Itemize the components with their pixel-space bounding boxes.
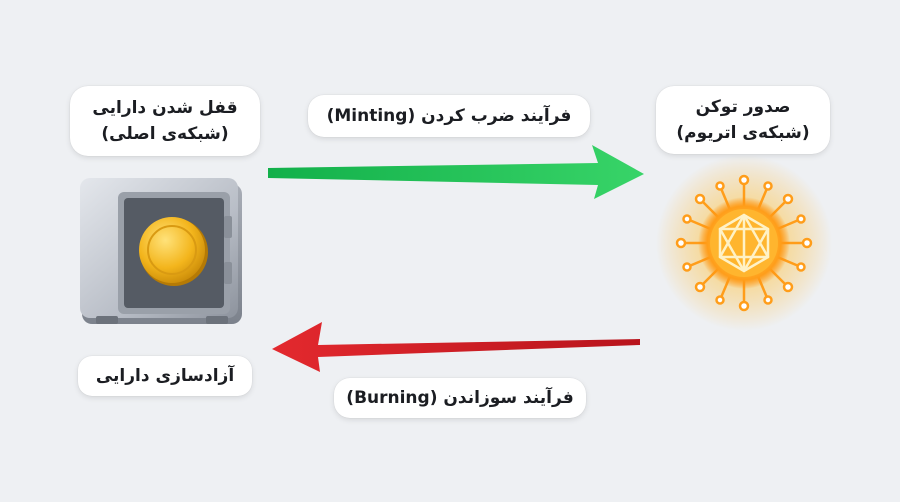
release-asset-title: آزادسازی دارایی bbox=[95, 366, 235, 386]
token-issue-label: صدور توکن (شبکه‌ی اتریوم) bbox=[656, 86, 830, 154]
lock-asset-label: قفل شدن دارایی (شبکه‌ی اصلی) bbox=[70, 86, 260, 156]
lock-asset-network: (شبکه‌ی اصلی) bbox=[101, 124, 229, 144]
release-asset-label: آزادسازی دارایی bbox=[78, 356, 252, 396]
mint-arrow bbox=[268, 145, 644, 199]
token-issue-network: (شبکه‌ی اتریوم) bbox=[676, 123, 810, 143]
safe-with-coin-icon bbox=[80, 178, 242, 324]
minting-process-title: فرآیند ضرب کردن (Minting) bbox=[326, 106, 572, 126]
ethereum-sun-network-icon bbox=[656, 155, 832, 331]
minting-process-label: فرآیند ضرب کردن (Minting) bbox=[308, 95, 590, 137]
burn-arrow bbox=[272, 322, 640, 372]
token-issue-title: صدور توکن bbox=[695, 97, 791, 117]
lock-asset-title: قفل شدن دارایی bbox=[92, 98, 238, 118]
burning-process-label: فرآیند سوزاندن (Burning) bbox=[334, 378, 586, 418]
burning-process-title: فرآیند سوزاندن (Burning) bbox=[346, 388, 574, 408]
